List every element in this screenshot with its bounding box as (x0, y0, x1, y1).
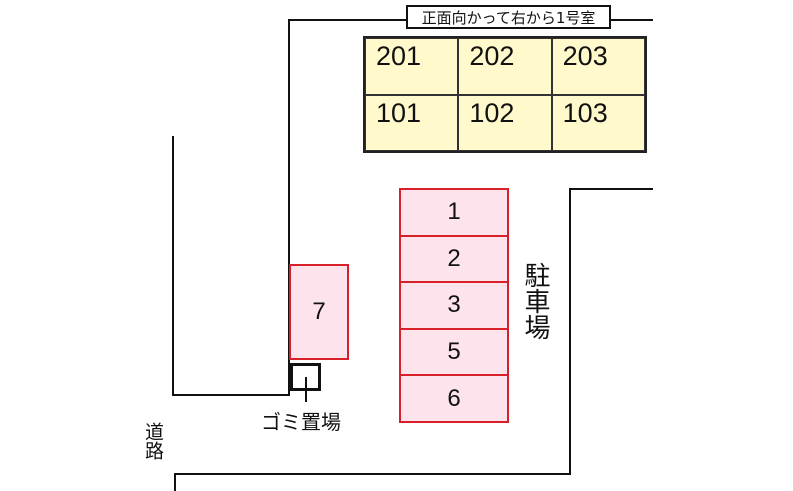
garbage-pointer (305, 377, 307, 402)
unit-201: 201 (365, 38, 459, 95)
lot-boundary-outer-left (172, 136, 174, 396)
parking-slot-5: 5 (401, 327, 507, 375)
garbage-area-label: ゴミ置場 (261, 410, 341, 434)
unit-203: 203 (551, 38, 645, 95)
building-units: 201 202 203 101 102 103 (363, 36, 647, 153)
road-label: 道路 (142, 422, 164, 460)
unit-202: 202 (458, 38, 552, 95)
unit-102: 102 (458, 94, 552, 151)
parking-slot-6: 6 (401, 374, 507, 421)
lot-boundary-top-right (611, 19, 653, 21)
lot-boundary-right-top (569, 188, 653, 190)
parking-slot-2: 2 (401, 234, 507, 282)
parking-slot-3: 3 (401, 281, 507, 328)
unit-101: 101 (365, 94, 459, 151)
lot-boundary-inner-left (288, 19, 290, 396)
unit-103: 103 (551, 94, 645, 151)
orientation-note: 正面向かって右から1号室 (406, 5, 611, 29)
lot-boundary-top-left (289, 19, 406, 21)
lot-boundary-right (569, 188, 571, 474)
road-edge-left (174, 473, 176, 491)
lot-boundary-left-bottom (172, 394, 290, 396)
road-edge-bottom (174, 473, 571, 475)
parking-slot-1: 1 (447, 198, 461, 226)
parking-label: 駐車場 (520, 262, 550, 340)
parking-stack: 1 2 3 5 6 (399, 188, 509, 423)
parking-slot-7: 7 (289, 264, 349, 360)
